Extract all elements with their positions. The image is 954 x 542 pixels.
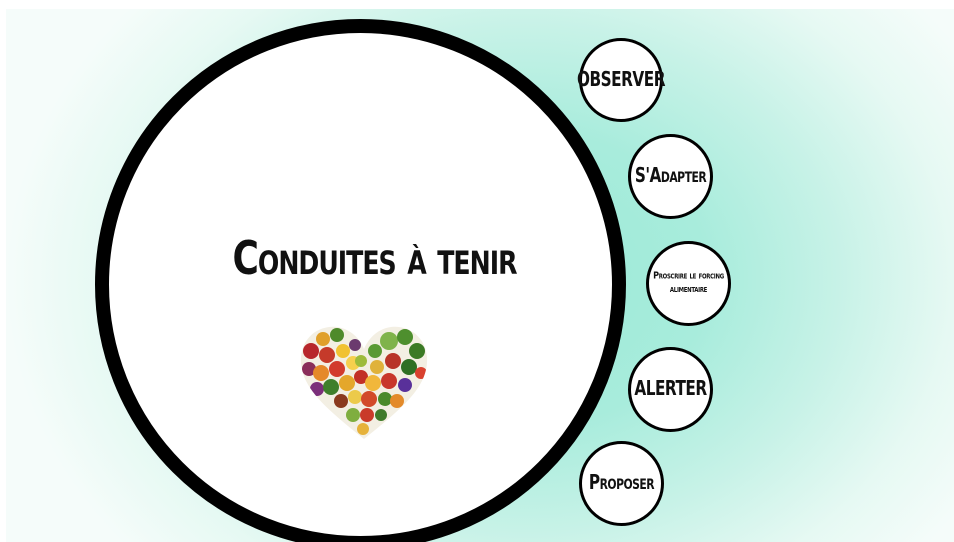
- proposer-node[interactable]: Proposer: [579, 441, 664, 526]
- slide-title: Conduites à tenir: [232, 232, 518, 286]
- proposer-label: Proposer: [588, 470, 655, 495]
- s-adapter-label: S'Adapter: [634, 163, 707, 188]
- s-adapter-node[interactable]: S'Adapter: [628, 134, 713, 219]
- observer-node[interactable]: OBSERVER: [577, 38, 665, 122]
- observer-label: OBSERVER: [577, 67, 665, 92]
- proscrire-forcing-node[interactable]: Proscrire le forcing alimentaire: [646, 241, 731, 326]
- alerter-node[interactable]: ALERTER: [628, 347, 713, 432]
- main-circle-frame[interactable]: Conduites à tenir: [95, 19, 626, 542]
- presentation-canvas: Conduites à tenir: [6, 9, 954, 542]
- alerter-label: ALERTER: [634, 376, 707, 401]
- proscrire-forcing-label: Proscrire le forcing alimentaire: [653, 271, 724, 296]
- heart-of-vegetables-icon: [297, 321, 431, 445]
